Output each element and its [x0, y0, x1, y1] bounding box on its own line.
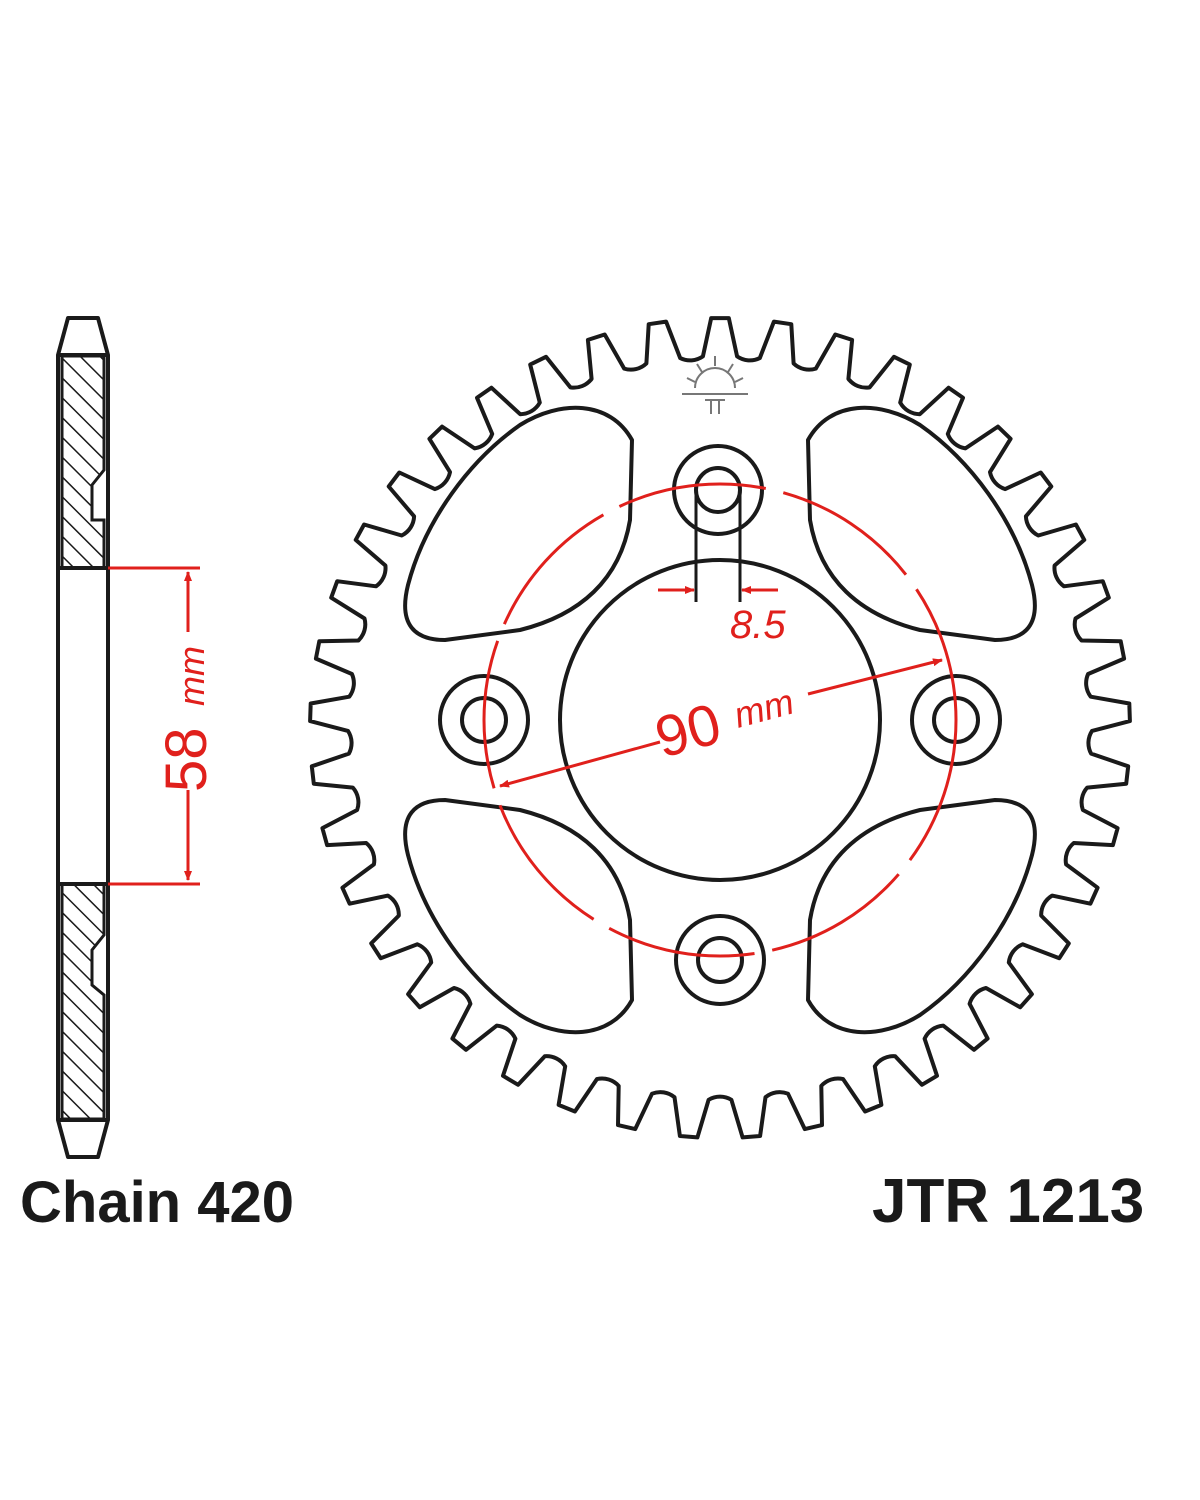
part-number-label: JTR 1213	[872, 1167, 1144, 1236]
side-profile-view	[56, 316, 110, 1159]
bolt-hole-dimension: 8.5	[658, 490, 786, 647]
lightening-hole	[403, 798, 634, 1035]
pitch-circle	[482, 482, 958, 958]
bolt-hole	[694, 466, 742, 514]
bolt-hole-label: 8.5	[730, 603, 786, 647]
upper-section-hatch	[60, 354, 106, 570]
bolt-hole-boss	[672, 444, 764, 536]
bore-unit-label: mm	[171, 646, 212, 706]
jt-sun-logo-icon	[682, 356, 748, 414]
bolt-hole-boss	[910, 674, 1002, 766]
pcd-unit-label: mm	[729, 681, 798, 736]
chain-label: Chain 420	[20, 1170, 294, 1235]
center-bore	[558, 558, 882, 882]
lower-section-hatch	[60, 882, 106, 1121]
bolt-hole-boss	[674, 914, 766, 1006]
lightening-hole	[806, 798, 1037, 1035]
pitch-circle-dimension: 90 mm	[482, 482, 958, 958]
bolt-hole-boss	[438, 674, 530, 766]
lightening-hole	[403, 405, 634, 642]
pcd-value-label: 90	[649, 691, 728, 770]
center-bore-dimension: 58 mm	[108, 566, 219, 886]
bolt-hole	[696, 936, 744, 984]
bore-value-label: 58	[154, 727, 219, 792]
sprocket-front-view	[308, 316, 1132, 1140]
lightening-hole	[806, 405, 1037, 642]
sprocket-teeth-outline	[308, 316, 1132, 1140]
